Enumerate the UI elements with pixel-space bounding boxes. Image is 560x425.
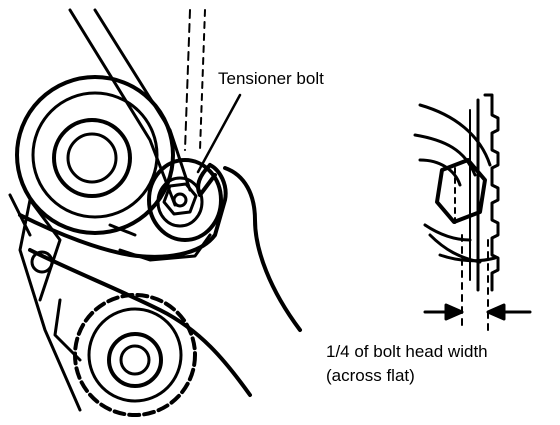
tensioner-pulley: [147, 158, 223, 242]
bolt-width-label-line2: (across flat): [326, 366, 415, 385]
tensioner-leader-line: [196, 93, 242, 174]
tensioner-bolt-label: Tensioner bolt: [218, 69, 324, 88]
dimension-arrows: [423, 303, 532, 321]
upper-pulley: [15, 75, 175, 235]
tensioner-bolt-head: [162, 182, 198, 216]
detail-inset: [413, 93, 500, 331]
crank-pulley: [73, 293, 197, 417]
hand: [18, 163, 302, 397]
bolt-width-label-line1: 1/4 of bolt head width: [326, 342, 488, 361]
detail-bolt-hex: [435, 158, 487, 224]
timing-belt: [68, 8, 206, 207]
